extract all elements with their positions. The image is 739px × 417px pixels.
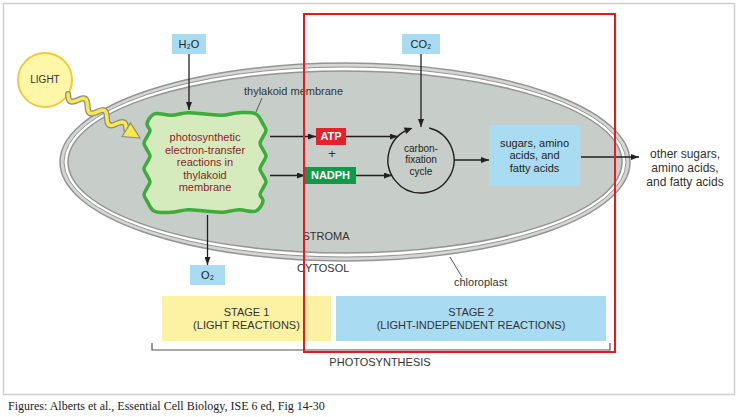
connector-arrow [270, 136, 316, 137]
node-text: photosynthetic electron-transfer reactio… [157, 131, 253, 194]
light-wave [68, 94, 126, 130]
leader-line [256, 98, 262, 112]
node-text: (LIGHT-INDEPENDENT REACTIONS) [377, 319, 566, 332]
label: thylakoid membrane [244, 85, 343, 98]
bracket [152, 343, 610, 350]
connector-line [346, 136, 398, 137]
connector-arrow [454, 160, 489, 161]
node-text: LIGHT [30, 74, 59, 86]
connector-arrow [270, 175, 305, 176]
node-text: STROMA [302, 230, 349, 243]
leader-line [450, 257, 462, 277]
connector-arrow [356, 175, 392, 176]
node-text: (LIGHT REACTIONS) [193, 319, 300, 332]
figure-frame [4, 4, 735, 395]
export-arrow [581, 156, 639, 157]
light-arrowhead [122, 123, 140, 138]
figure-caption: Figures: Alberts et al., Essential Cell … [8, 399, 325, 414]
connector-arrow [421, 54, 422, 127]
connector-arrow [207, 215, 208, 265]
thylakoid-box: photosynthetic electron-transfer reactio… [140, 110, 270, 215]
outer-membrane [60, 63, 630, 261]
light-disc [18, 53, 72, 107]
inner-membrane [68, 71, 622, 253]
chloroplast-ellipse: STROMA photosynthetic electron-transfer r… [59, 62, 631, 262]
label: chloroplast [454, 276, 507, 289]
node-text: H₂O [179, 38, 200, 51]
label: PHOTOSYNTHESIS [325, 356, 435, 369]
product-box: sugars, amino acids, and fatty acids [489, 125, 580, 186]
thylakoid-membrane-outline [144, 112, 266, 212]
node-text: sugars, amino acids, and fatty acids [499, 137, 571, 175]
connector-line [420, 54, 421, 127]
connector-arrow [68, 94, 140, 138]
node-text: STAGE 2 [448, 306, 494, 319]
node-text: ATP [320, 130, 341, 143]
node-text: STAGE 1 [224, 306, 270, 319]
stage-box: STAGE 1(LIGHT REACTIONS) [162, 296, 331, 341]
cycle-arrow [388, 128, 454, 193]
connector-arrow [189, 54, 190, 110]
atp-box: ATP [316, 128, 346, 145]
connector-line [270, 175, 305, 176]
stage-box: STAGE 2(LIGHT-INDEPENDENT REACTIONS) [336, 296, 606, 341]
label: CYTOSOL [297, 262, 349, 275]
intermembrane-space [64, 67, 626, 257]
cycle-circle: carbon-fixation cycle [387, 126, 455, 194]
input-box: CO₂ [402, 34, 440, 54]
light-wave-outline [68, 94, 126, 130]
highlight-rectangle [304, 14, 615, 352]
node-text: NADPH [311, 169, 350, 182]
connector-line [207, 215, 208, 265]
connector-line [270, 136, 316, 137]
label: + [325, 147, 339, 162]
connector-arrow [346, 136, 398, 137]
output-box: O₂ [190, 265, 225, 285]
input-box: H₂O [172, 34, 206, 54]
nadph-box: NADPH [305, 167, 356, 184]
node-text: carbon-fixation cycle [396, 143, 446, 178]
light-circle: LIGHT [17, 52, 73, 108]
connector-line [188, 54, 189, 110]
cycle-arrowhead [404, 127, 413, 134]
connector-line [356, 175, 392, 176]
node-text: CO₂ [411, 38, 432, 51]
label: other sugars, amino acids, and fatty aci… [643, 148, 727, 189]
node-text: O₂ [201, 269, 214, 282]
connector-line [454, 159, 489, 160]
